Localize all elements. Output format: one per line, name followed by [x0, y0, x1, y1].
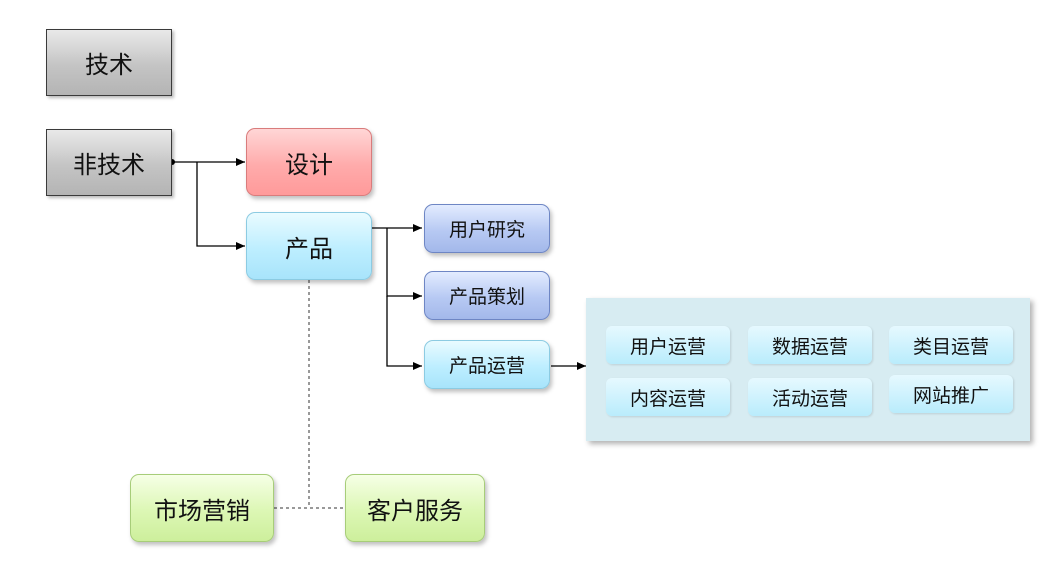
- node-user-research[interactable]: 用户研究: [424, 204, 550, 253]
- node-tech[interactable]: 技术: [46, 29, 172, 96]
- ops-item-content[interactable]: 内容运营: [606, 378, 730, 416]
- ops-item-category[interactable]: 类目运营: [889, 326, 1013, 364]
- arrow-to-product-ops: [386, 296, 422, 370]
- node-product-ops[interactable]: 产品运营: [424, 340, 550, 389]
- ops-panel: 用户运营 数据运营 类目运营 内容运营 活动运营 网站推广: [586, 298, 1030, 441]
- arrow-to-product: [196, 162, 245, 250]
- node-marketing[interactable]: 市场营销: [130, 474, 274, 542]
- node-customer-service[interactable]: 客户服务: [345, 474, 485, 542]
- node-product-planning[interactable]: 产品策划: [424, 271, 550, 320]
- arrow-to-product-planning: [386, 228, 422, 300]
- node-design[interactable]: 设计: [246, 128, 372, 196]
- ops-item-data[interactable]: 数据运营: [748, 326, 872, 364]
- ops-item-user[interactable]: 用户运营: [606, 326, 730, 364]
- node-nontech[interactable]: 非技术: [46, 129, 172, 196]
- ops-item-activity[interactable]: 活动运营: [748, 378, 872, 416]
- node-product[interactable]: 产品: [246, 212, 372, 280]
- ops-item-promotion[interactable]: 网站推广: [889, 375, 1013, 413]
